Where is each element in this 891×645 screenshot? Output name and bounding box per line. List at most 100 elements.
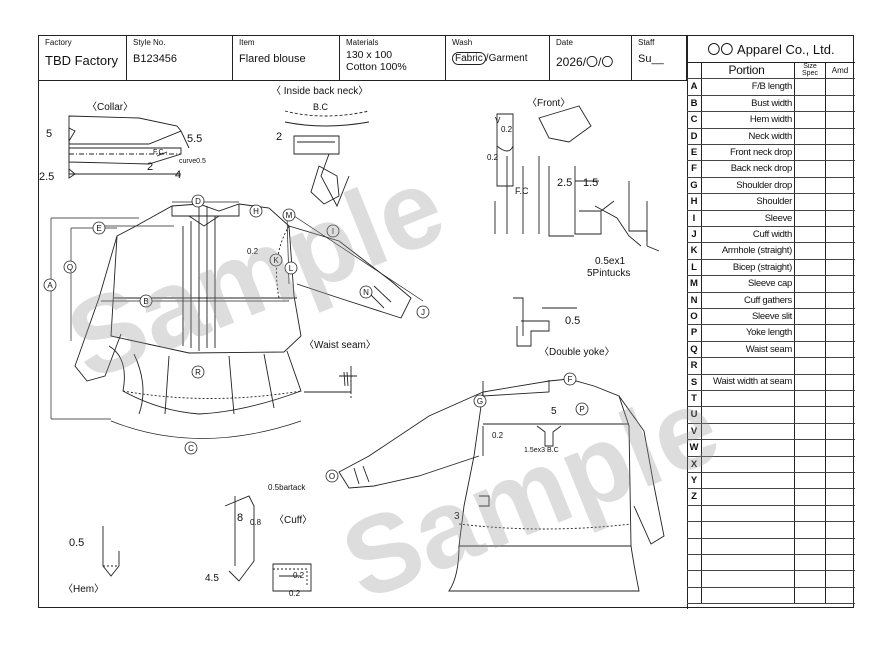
dim-body-02: 0.2 [247, 247, 259, 256]
svg-text:K: K [273, 256, 279, 265]
spec-row-size-cell[interactable] [795, 538, 826, 554]
spec-row-portion [701, 440, 795, 456]
spec-row: R [687, 358, 855, 375]
spec-row-size-cell[interactable] [795, 227, 826, 243]
style-cell: Style No. B123456 [127, 36, 233, 81]
dim-front-2-5: 2.5 [557, 177, 572, 189]
spec-row-letter: U [687, 407, 702, 423]
spec-row-size-cell[interactable] [795, 587, 826, 604]
spec-row-size-cell[interactable] [795, 505, 826, 522]
wash-fabric-selected: Fabric [452, 52, 486, 65]
spec-row-size-cell[interactable] [795, 145, 826, 161]
marker-j: J [416, 305, 430, 319]
dim-collar-2: 2 [147, 161, 153, 173]
spec-row-size-cell[interactable] [795, 489, 826, 505]
spec-row-letter [687, 522, 702, 538]
spec-row [687, 505, 855, 523]
svg-text:O: O [329, 472, 335, 481]
marker-i: I [326, 224, 340, 238]
spec-row-portion [701, 489, 795, 505]
spec-row-size-cell[interactable] [795, 276, 826, 292]
spec-row-size-cell[interactable] [795, 522, 826, 538]
materials-cell: Materials 130 x 100 Cotton 100% [340, 36, 446, 81]
spec-row-letter: G [687, 177, 702, 194]
style-value: B123456 [133, 53, 178, 65]
spec-row [687, 538, 855, 555]
spec-row-size-cell[interactable] [795, 423, 826, 440]
spec-row-size-cell[interactable] [795, 325, 826, 341]
spec-row-letter: D [687, 128, 702, 144]
spec-row-size-cell[interactable] [795, 292, 826, 308]
spec-row-size-cell[interactable] [795, 95, 826, 112]
marker-l: L [284, 261, 298, 275]
spec-row [687, 555, 855, 572]
spec-row-letter: N [687, 292, 702, 308]
svg-text:C: C [188, 444, 194, 453]
dim-front-1-5: 1.5 [583, 177, 598, 189]
spec-row [687, 587, 855, 605]
spec-row-portion: Waist seam [701, 341, 795, 358]
spec-row-size-cell[interactable] [795, 243, 826, 259]
spec-row-letter: F [687, 161, 702, 177]
spec-row-size-cell[interactable] [795, 440, 826, 456]
spec-row-letter [687, 555, 702, 571]
label-inside-back-neck: 〈 Inside back neck〉 [271, 85, 368, 97]
marker-q: Q [63, 260, 77, 274]
spec-row-letter: Q [687, 341, 702, 358]
spec-row-size-cell[interactable] [795, 571, 826, 587]
front-garment-drawing [74, 203, 412, 415]
spec-row-size-cell[interactable] [795, 374, 826, 390]
dim-collar-curve: curve0.5 [179, 158, 206, 165]
spec-row-size-cell[interactable] [795, 210, 826, 226]
svg-text:J: J [421, 308, 425, 317]
spec-row-size-cell[interactable] [795, 391, 826, 407]
dim-cuff-8: 8 [237, 512, 243, 524]
spec-row-size-cell[interactable] [795, 194, 826, 210]
spec-row-size-cell[interactable] [795, 309, 826, 325]
front-placket-detail [494, 105, 660, 252]
spec-row-size-cell[interactable] [795, 341, 826, 358]
svg-text:R: R [195, 368, 201, 377]
spec-row-letter: H [687, 194, 702, 210]
spec-row-size-cell[interactable] [795, 259, 826, 276]
svg-text:N: N [363, 288, 369, 297]
small-details [102, 297, 577, 592]
spec-row: W [687, 440, 855, 457]
factory-cell: Factory TBD Factory [39, 36, 127, 81]
marker-m: M [282, 208, 296, 222]
svg-text:Q: Q [67, 263, 73, 272]
style-label: Style No. [133, 38, 166, 47]
measurement-markers: A B C D E F G H I J K L M N O P Q R [43, 194, 589, 483]
spec-row-portion: Sleeve slit [701, 309, 795, 325]
item-cell: Item Flared blouse [233, 36, 340, 81]
staff-cell: Staff Su__ [632, 36, 687, 81]
spec-row-size-cell[interactable] [795, 358, 826, 374]
technical-drawing: 〈Collar〉 〈 Inside back neck〉 〈Front〉 〈Wa… [39, 85, 665, 598]
spec-row-letter: X [687, 456, 702, 472]
spec-row-size-cell[interactable] [795, 456, 826, 472]
spec-row-size-cell[interactable] [795, 177, 826, 194]
spec-row-letter: P [687, 325, 702, 341]
marker-c: C [184, 441, 198, 455]
marker-r: R [191, 365, 205, 379]
factory-value: TBD Factory [45, 53, 118, 68]
spec-row-size-cell[interactable] [795, 555, 826, 571]
spec-row-size-cell[interactable] [795, 79, 826, 95]
spec-row-portion [701, 473, 795, 489]
spec-row-letter: E [687, 145, 702, 161]
svg-text:G: G [477, 397, 483, 406]
waist-width-at-seam-label: Waist width at seam [713, 376, 792, 387]
label-waist-seam: 〈Waist seam〉 [304, 339, 376, 351]
spec-row-size-cell[interactable] [795, 128, 826, 144]
spec-row-size-cell[interactable] [795, 407, 826, 423]
spec-row-size-cell[interactable] [795, 161, 826, 177]
spec-row-size-cell[interactable] [795, 473, 826, 489]
spec-row-size-cell[interactable] [795, 112, 826, 128]
